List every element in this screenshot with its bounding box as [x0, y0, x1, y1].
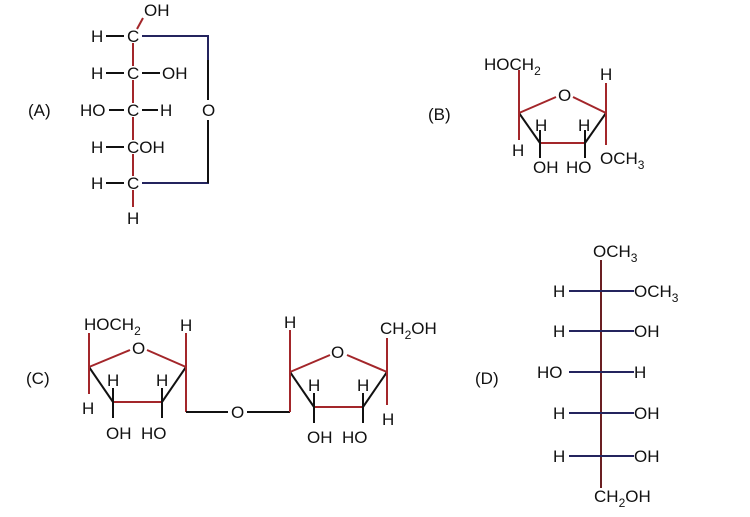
atom-label: OH	[162, 64, 188, 83]
ring-oxygen: O	[202, 101, 215, 120]
atom-label: OH	[634, 404, 660, 423]
panel-b-label: (B)	[428, 105, 451, 124]
backbone-bond	[136, 17, 144, 30]
atom-label: H	[91, 27, 103, 46]
panel-a-label: (A)	[28, 101, 51, 120]
atom-label: CH2OH	[380, 319, 437, 342]
atom-label: OH	[307, 428, 333, 447]
ring-oxygen: O	[132, 339, 145, 358]
atom-label: HO	[537, 363, 563, 382]
atom-label: OH	[634, 322, 660, 341]
atom-label: H	[578, 116, 590, 135]
ring-bond	[518, 96, 557, 114]
ring-bond	[572, 96, 607, 114]
atom-label: OH	[634, 447, 660, 466]
atom-label: H	[553, 282, 565, 301]
atom-label: OH	[533, 158, 559, 177]
panel-b: (B) HOCH2 O H H H H OH HO OCH3	[428, 55, 645, 177]
ring-bond	[88, 349, 131, 368]
atom-label: HO	[80, 101, 106, 120]
atom-label: H	[156, 371, 168, 390]
atom-label: HO	[141, 424, 167, 443]
atom-label: COH	[127, 138, 165, 157]
atom-label: OH	[144, 1, 170, 20]
ring-oxygen: O	[331, 343, 344, 362]
atom-label: H	[91, 138, 103, 157]
ring-bond	[584, 112, 607, 144]
atom-label: HOCH2	[484, 55, 541, 78]
atom-label: C	[127, 101, 139, 120]
atom-label: C	[127, 174, 139, 193]
atom-label: C	[127, 64, 139, 83]
ring-bond	[146, 349, 187, 368]
bridge-oxygen: O	[231, 403, 244, 422]
atom-label: CH2OH	[594, 487, 651, 510]
atom-label: OCH3	[634, 282, 679, 305]
atom-label: H	[535, 116, 547, 135]
atom-label: H	[91, 64, 103, 83]
atom-label: HOCH2	[84, 315, 141, 338]
atom-label: H	[357, 376, 369, 395]
ring-bond	[518, 112, 541, 144]
atom-label: H	[180, 316, 192, 335]
atom-label: H	[553, 322, 565, 341]
panel-c-label: (C)	[26, 369, 50, 388]
atom-label: H	[284, 313, 296, 332]
atom-label: H	[634, 363, 646, 382]
atom-label: OCH3	[600, 149, 645, 172]
ring-bond	[289, 354, 331, 373]
atom-label: HO	[566, 158, 592, 177]
atom-label: H	[600, 65, 612, 84]
atom-label: H	[308, 376, 320, 395]
panel-d-label: (D)	[475, 369, 499, 388]
atom-label: H	[107, 371, 119, 390]
atom-label: H	[553, 404, 565, 423]
ring-bond	[346, 354, 388, 373]
atom-label: H	[91, 174, 103, 193]
ring-bond	[362, 371, 388, 408]
panel-c: (C) HOCH2 O H H H H OH HO O H O CH2OH	[26, 313, 437, 447]
atom-label: C	[127, 27, 139, 46]
atom-label: H	[127, 209, 139, 228]
atom-label: OH	[106, 424, 132, 443]
atom-label: H	[82, 399, 94, 418]
atom-label: H	[382, 410, 394, 429]
atom-label: H	[553, 447, 565, 466]
ring-bond	[88, 366, 114, 403]
ring-oxygen: O	[558, 86, 571, 105]
panel-d: (D) OCH3 H OCH3 H OH HO H H OH H OH CH2O…	[475, 242, 679, 510]
atom-label: H	[160, 101, 172, 120]
atom-label: HO	[342, 428, 368, 447]
ring-bond	[161, 366, 187, 403]
ring-bond	[289, 371, 315, 408]
atom-label: OCH3	[593, 242, 638, 265]
panel-a: (A) OH H C H C OH HO C H H COH H C H	[28, 1, 215, 228]
atom-label: H	[512, 141, 524, 160]
